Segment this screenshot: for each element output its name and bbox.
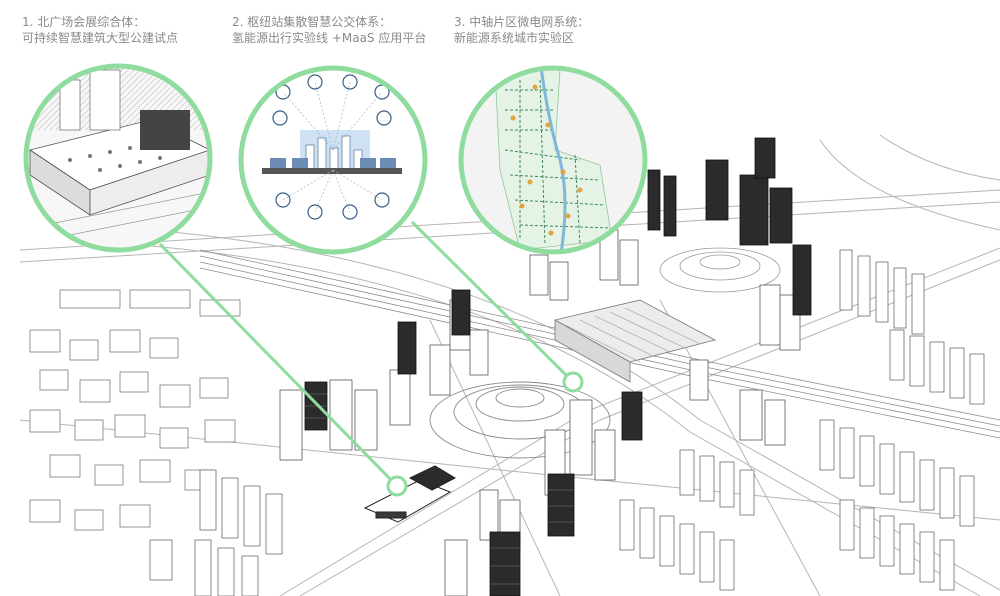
- target-markers: [386, 371, 584, 497]
- caption-subtitle: 新能源系统城市实验区: [454, 31, 575, 45]
- caption-north-plaza: 1. 北广场会展综合体： 可持续智慧建筑大型公建试点: [22, 14, 178, 46]
- bike-icon: [275, 192, 291, 208]
- caption-subtitle: 可持续智慧建筑大型公建试点: [22, 31, 179, 45]
- low-rise-blocks-west: [29, 289, 241, 531]
- ne-plaza: [659, 247, 781, 293]
- target-marker-2: [562, 371, 584, 393]
- callout-circle-3: [458, 65, 648, 255]
- residential-slabs-south: [149, 469, 283, 596]
- cloud-icon: [376, 110, 392, 126]
- target-marker-1: [386, 475, 408, 497]
- transit-icons: [272, 74, 392, 220]
- caption-microgrid: 3. 中轴片区微电网系统： 新能源系统城市实验区: [454, 14, 589, 46]
- caption-title: 1. 北广场会展综合体：: [22, 15, 146, 29]
- residential-slabs-east: [619, 249, 985, 591]
- caption-title: 3. 中轴片区微电网系统：: [454, 15, 590, 29]
- ev-icon: [307, 74, 323, 90]
- leader-lines: [158, 220, 575, 488]
- railway-station: [553, 299, 717, 383]
- caption-hub-transit: 2. 枢纽站集散智慧公交体系： 氢能源出行实验线 +MaaS 应用平台: [232, 14, 442, 46]
- caption-subtitle: 氢能源出行实验线 +MaaS 应用平台: [232, 31, 427, 45]
- bus-icon: [342, 74, 358, 90]
- convention-complex: [363, 465, 457, 523]
- central-plaza: [429, 381, 611, 459]
- caption-title: 2. 枢纽站集散智慧公交体系：: [232, 15, 392, 29]
- callout-circle-2: [238, 65, 428, 255]
- pedestrian-icon: [272, 110, 288, 126]
- callout-circle-1: [23, 63, 213, 253]
- dark-towers: [304, 137, 812, 596]
